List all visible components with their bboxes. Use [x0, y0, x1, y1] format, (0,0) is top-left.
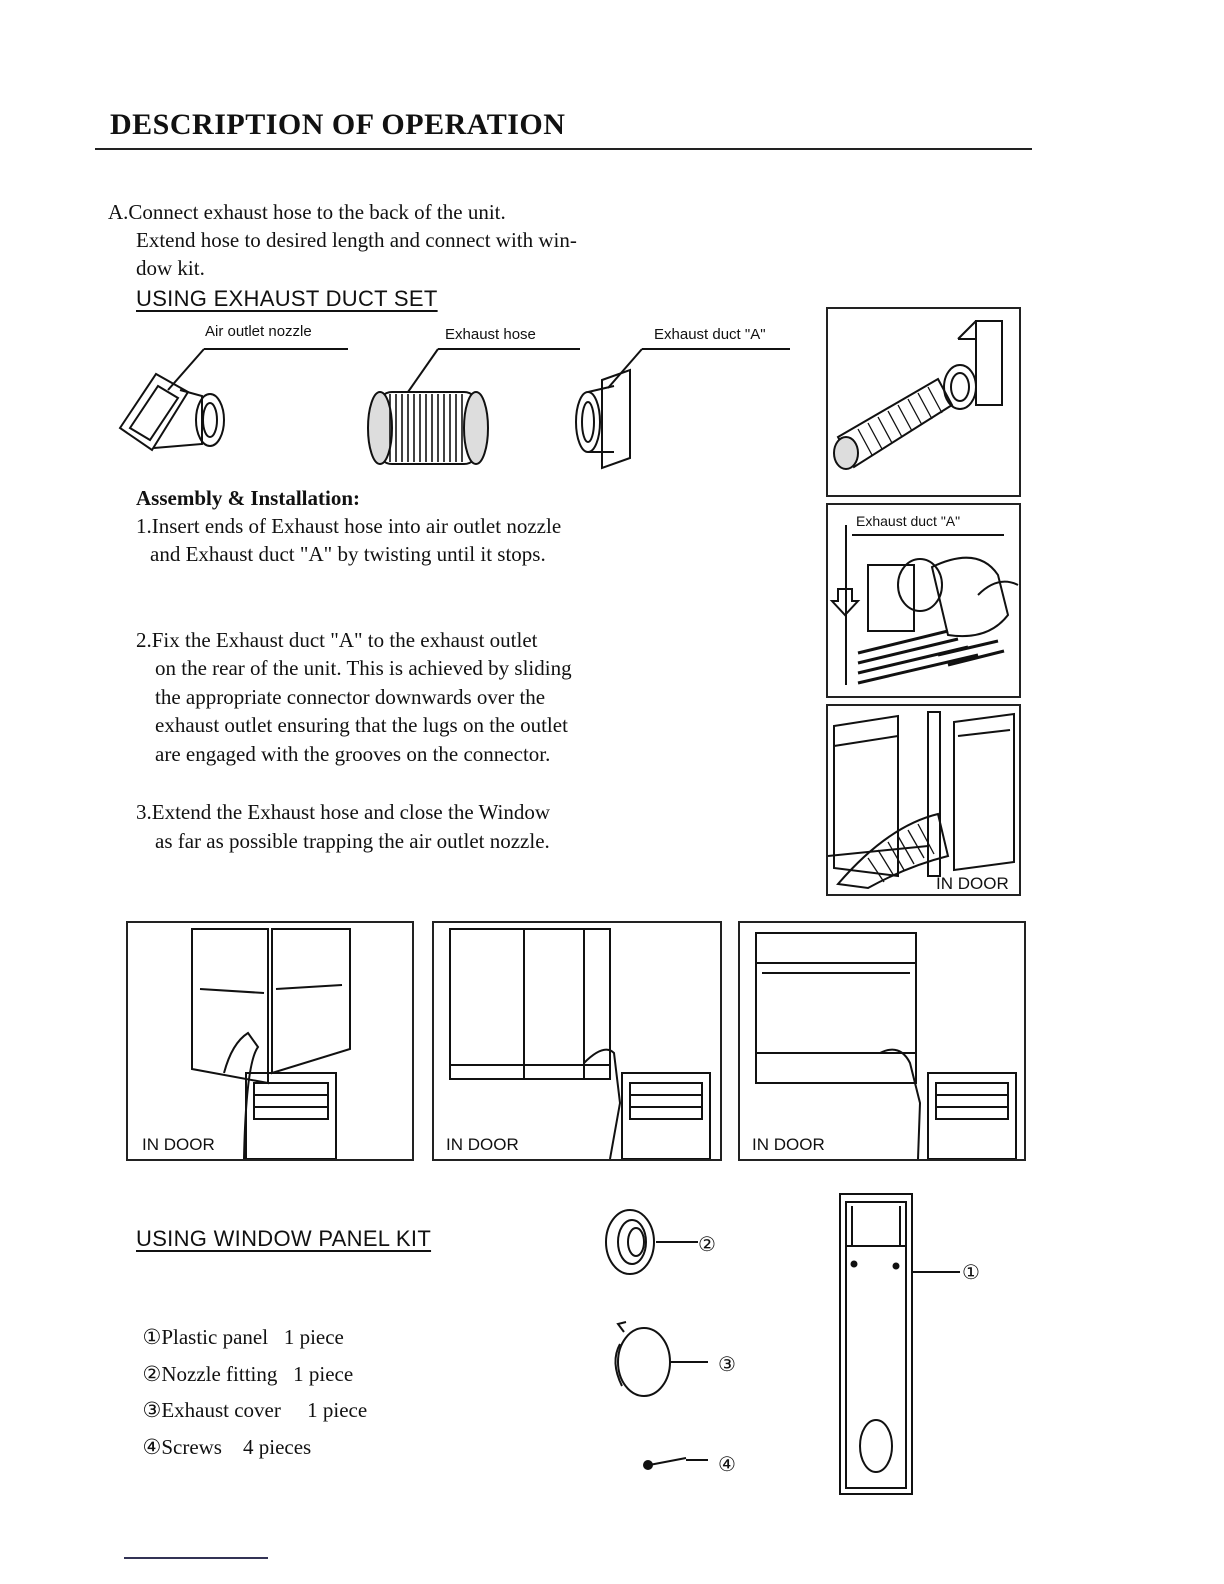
callout-1: ①	[962, 1260, 980, 1284]
step1-line2: and Exhaust duct "A" by twisting until i…	[150, 542, 546, 566]
callout-4: ④	[718, 1452, 736, 1476]
hung-window-panel: IN DOOR	[738, 921, 1026, 1161]
window-install-panel: IN DOOR	[826, 704, 1021, 896]
kit-item-3-qty: 1 piece	[307, 1398, 368, 1422]
kit-parts-illustration	[605, 1209, 708, 1470]
kit-item-2: ②Nozzle fitting 1 piece	[132, 1337, 354, 1387]
step2-line5: are engaged with the grooves on the conn…	[155, 742, 551, 766]
casement-window-panel: IN DOOR	[126, 921, 414, 1161]
callout-2: ②	[698, 1232, 716, 1256]
plastic-panel-illustration	[839, 1193, 960, 1495]
step3-line2: as far as possible trapping the air outl…	[155, 829, 550, 853]
kit-item-4-qty: 4 pieces	[242, 1435, 312, 1459]
step2-line1: 2.Fix the Exhaust duct "A" to the exhaus…	[136, 628, 538, 652]
page-title: DESCRIPTION OF OPERATION	[110, 108, 566, 141]
exhaust-parts-illustration	[118, 348, 790, 470]
step2-line4: exhaust outlet ensuring that the lugs on…	[155, 713, 568, 737]
step1-line1: 1.Insert ends of Exhaust hose into air o…	[136, 514, 562, 538]
duct-set-heading: USING EXHAUST DUCT SET	[136, 286, 438, 311]
sliding-window-panel: IN DOOR	[432, 921, 722, 1161]
assembly-heading: Assembly & Installation:	[136, 486, 361, 510]
step-a-line1: A.Connect exhaust hose to the back of th…	[108, 200, 506, 224]
kit-item-4: ④Screws 4 pieces	[132, 1410, 312, 1460]
indoor-label-2: IN DOOR	[446, 1135, 519, 1154]
duct-attach-label: Exhaust duct "A"	[856, 513, 961, 529]
indoor-label-1: IN DOOR	[142, 1135, 215, 1154]
kit-item-1-name: Plastic panel	[161, 1325, 269, 1349]
hose-label: Exhaust hose	[445, 326, 536, 343]
callout-3: ③	[718, 1352, 736, 1376]
kit-item-1-num: ①	[142, 1325, 162, 1349]
kit-item-3: ③Exhaust cover 1 piece	[132, 1373, 368, 1423]
kit-item-2-num: ②	[142, 1362, 162, 1386]
nozzle-label: Air outlet nozzle	[205, 323, 312, 340]
duct-label: Exhaust duct "A"	[654, 326, 766, 343]
step-a-line2: Extend hose to desired length and connec…	[136, 228, 577, 252]
step-a-line3: dow kit.	[136, 256, 205, 280]
kit-item-1: ①Plastic panel 1 piece	[132, 1300, 344, 1350]
kit-item-1-qty: 1 piece	[283, 1325, 344, 1349]
kit-item-2-qty: 1 piece	[293, 1362, 354, 1386]
kit-item-4-num: ④	[142, 1435, 162, 1459]
kit-item-4-name: Screws	[161, 1435, 222, 1459]
window-kit-heading: USING WINDOW PANEL KIT	[136, 1226, 432, 1251]
step3-line1: 3.Extend the Exhaust hose and close the …	[136, 800, 551, 824]
title-divider	[95, 148, 1032, 150]
footer-rule	[124, 1557, 268, 1559]
indoor-label-3: IN DOOR	[752, 1135, 825, 1154]
duct-attach-panel: Exhaust duct "A"	[826, 503, 1021, 698]
step2-line3: the appropriate connector downwards over…	[155, 685, 546, 709]
step2-line2: on the rear of the unit. This is achieve…	[155, 656, 572, 680]
right-indoor-label: IN DOOR	[936, 874, 1009, 893]
hose-assembly-panel	[826, 307, 1021, 497]
kit-item-3-name: Exhaust cover	[161, 1398, 281, 1422]
kit-item-2-name: Nozzle fitting	[161, 1362, 278, 1386]
kit-item-3-num: ③	[142, 1398, 162, 1422]
